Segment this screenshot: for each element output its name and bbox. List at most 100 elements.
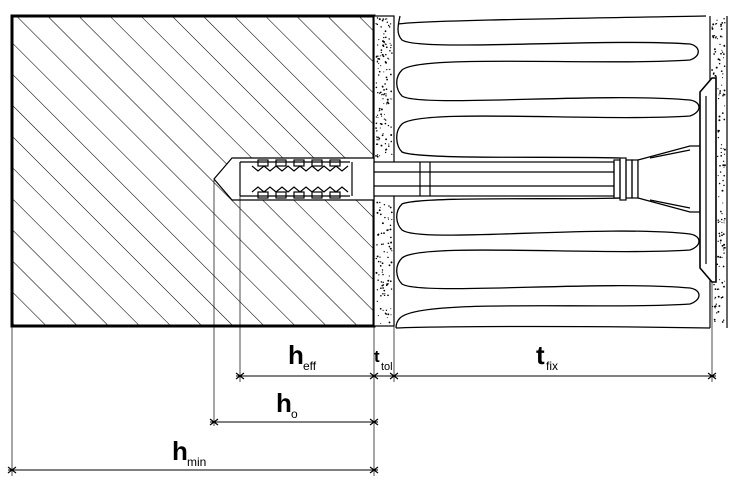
stipple-dot [377, 260, 380, 263]
stipple-dot [379, 265, 382, 267]
stipple-dot [376, 130, 378, 132]
stipple-dot [387, 57, 389, 59]
stipple-dot [720, 210, 722, 213]
stipple-dot [376, 114, 379, 116]
stipple-dot [376, 17, 379, 19]
stipple-dot [723, 153, 726, 155]
stipple-dot [723, 243, 726, 246]
svg-text:t: t [374, 347, 380, 366]
stipple-dot [377, 57, 380, 60]
stipple-dot [381, 19, 384, 22]
stipple-dot [377, 233, 380, 236]
stipple-dot [721, 256, 723, 258]
stipple-dot [379, 207, 381, 209]
stipple-dot [714, 298, 716, 300]
stipple-dot [723, 252, 725, 254]
stipple-dot [390, 236, 392, 239]
stipple-dot [378, 18, 381, 21]
stipple-dot [381, 284, 384, 287]
stipple-dot [382, 309, 384, 311]
stipple-dot [717, 288, 720, 290]
stipple-dot [724, 22, 726, 24]
stipple-dot [379, 307, 382, 310]
stipple-dot [723, 220, 725, 222]
insulation-layer [395, 15, 711, 329]
stipple-dot [388, 143, 390, 145]
stipple-dot [386, 98, 389, 101]
stipple-dot [720, 28, 723, 30]
stipple-dot [376, 44, 379, 46]
stipple-dot [711, 27, 714, 30]
stipple-dot [388, 26, 391, 28]
stipple-dot [379, 201, 381, 204]
stipple-dot [390, 241, 393, 244]
stipple-dot [722, 247, 725, 249]
stipple-dot [386, 18, 388, 20]
stipple-dot [376, 255, 379, 258]
stipple-dot [389, 50, 391, 52]
stipple-dot [375, 23, 377, 25]
stipple-dot [385, 138, 388, 141]
stipple-dot [714, 307, 716, 309]
stipple-dot [722, 93, 725, 95]
stipple-dot [382, 40, 384, 43]
stipple-dot [375, 257, 378, 260]
stipple-dot [375, 271, 378, 274]
stipple-dot [719, 43, 721, 46]
stipple-dot [718, 94, 720, 96]
stipple-dot [382, 243, 384, 245]
stipple-dot [718, 196, 720, 198]
stipple-dot [381, 94, 383, 96]
stipple-dot [379, 109, 381, 111]
svg-text:t: t [536, 340, 545, 370]
stipple-dot [384, 36, 387, 39]
stipple-dot [382, 98, 384, 100]
stipple-dot [389, 280, 392, 283]
stipple-dot [722, 265, 725, 268]
stipple-dot [376, 23, 379, 26]
stipple-dot [723, 148, 726, 151]
stipple-dot [384, 143, 387, 145]
stipple-dot [714, 74, 717, 77]
stipple-dot [378, 70, 381, 73]
stipple-dot [718, 119, 721, 122]
stipple-dot [718, 305, 721, 307]
stipple-dot [719, 256, 722, 259]
stipple-dot [723, 17, 725, 20]
stipple-dot [384, 292, 386, 295]
stipple-dot [383, 251, 385, 253]
stipple-dot [388, 145, 390, 147]
stipple-dot [383, 103, 385, 105]
stipple-dot [721, 189, 724, 192]
stipple-dot [380, 49, 383, 51]
stipple-dot [386, 103, 388, 105]
stipple-dot [388, 205, 390, 207]
extension-lines [11, 180, 713, 476]
stipple-dot [389, 42, 391, 44]
stipple-dot [385, 309, 388, 311]
stipple-dot [376, 154, 379, 156]
stipple-dot [721, 51, 724, 53]
stipple-dot [385, 76, 388, 79]
stipple-dot [386, 101, 389, 104]
stipple-dot [385, 313, 388, 315]
stipple-dot [723, 118, 726, 121]
stipple-dot [389, 68, 391, 70]
svg-text:tol: tol [381, 361, 393, 373]
stipple-dot [715, 76, 717, 78]
stipple-dot [384, 18, 387, 20]
stipple-dot [381, 115, 383, 117]
stipple-dot [723, 246, 726, 249]
stipple-dot [720, 52, 722, 55]
stipple-dot [379, 213, 382, 216]
stipple-dot [386, 251, 388, 253]
stipple-dot [377, 74, 380, 76]
stipple-dot [386, 21, 388, 24]
stipple-dot [717, 129, 719, 132]
stipple-dot [714, 288, 717, 290]
stipple-dot [389, 224, 392, 227]
stipple-dot [383, 71, 385, 73]
stipple-dot [382, 55, 385, 58]
stipple-dot [380, 108, 383, 111]
stipple-dot [719, 239, 722, 242]
